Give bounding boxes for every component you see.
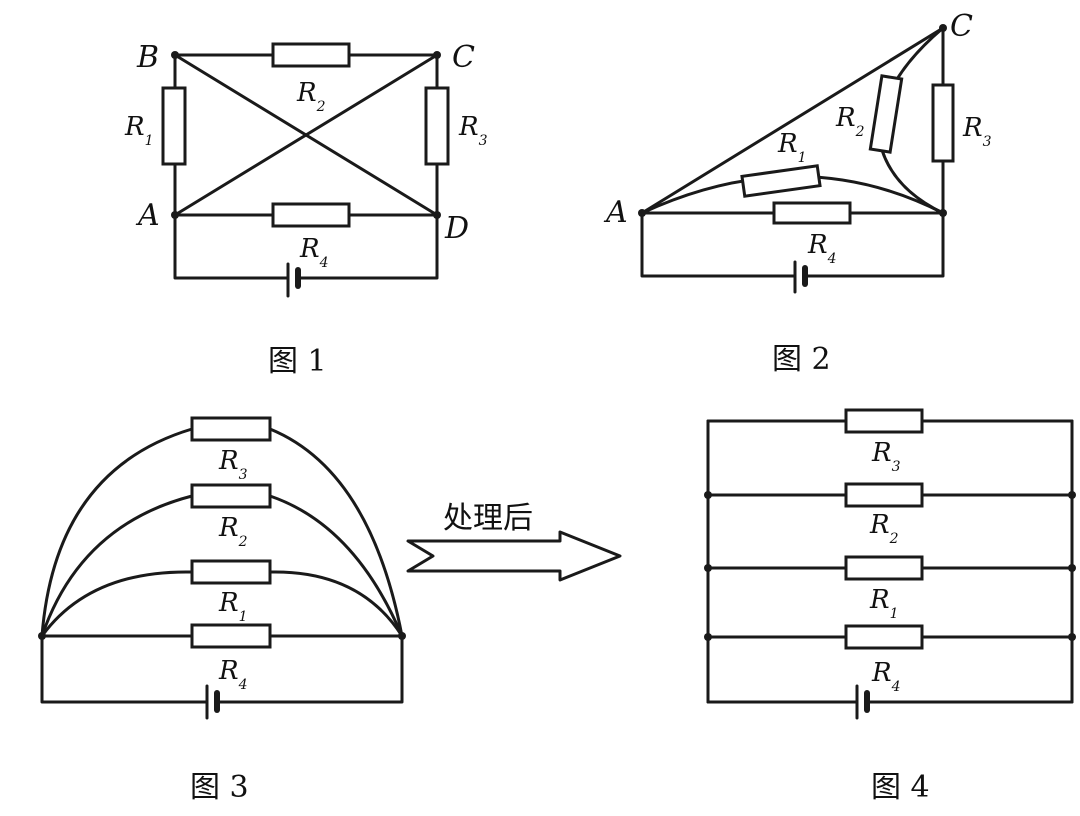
resistor-r2	[844, 482, 924, 508]
label-b: B	[136, 40, 159, 75]
junction-node	[1068, 491, 1076, 499]
junction-node	[1068, 564, 1076, 572]
label-c: C	[452, 40, 475, 75]
resistor-r1	[740, 164, 822, 198]
label-r4: R4	[299, 234, 329, 271]
resistor-r2	[868, 74, 904, 154]
label-r1: R1	[777, 129, 807, 166]
label-a: A	[135, 198, 160, 233]
junction-node	[704, 564, 712, 572]
label-r1: R1	[218, 588, 248, 625]
resistor-r3	[424, 86, 450, 166]
resistor-r4	[772, 201, 852, 225]
resistor-r3	[844, 408, 924, 434]
label-r4: R4	[871, 658, 901, 695]
node-b	[171, 51, 179, 59]
label-r3: R3	[218, 446, 248, 483]
resistor-r4	[190, 623, 272, 649]
label-r1: R1	[869, 585, 899, 622]
resistor-r2	[190, 483, 272, 509]
transform-arrow: 处理后	[406, 501, 622, 582]
junction-node	[704, 491, 712, 499]
label-r4: R4	[218, 656, 248, 693]
resistor-r1	[190, 559, 272, 585]
node-d	[939, 209, 947, 217]
figure-2: A C R1 R2 R3 R4 图 2	[603, 9, 992, 377]
resistor-r3	[931, 83, 955, 163]
battery	[205, 684, 220, 720]
caption-figure-1: 图 1	[268, 344, 327, 379]
figure-3: R3 R2 R1 R4 图 3	[38, 416, 406, 805]
label-r2: R2	[296, 78, 326, 115]
resistor-r3	[190, 416, 272, 442]
node-c	[939, 24, 947, 32]
battery	[855, 684, 870, 720]
label-r3: R3	[962, 113, 992, 150]
label-a: A	[603, 195, 628, 230]
figure-1: B C A D R1 R2 R3 R4 图 1	[124, 40, 488, 379]
battery	[286, 262, 301, 298]
resistor-r1	[161, 86, 187, 166]
junction-node	[1068, 633, 1076, 641]
figure-4: R3 R2 R1 R4 图 4	[704, 408, 1076, 805]
label-r3: R3	[871, 438, 901, 475]
label-r2: R2	[835, 103, 865, 140]
resistor-r1	[844, 555, 924, 581]
label-r2: R2	[869, 510, 899, 547]
label-r3: R3	[458, 112, 488, 149]
label-r1: R1	[124, 112, 154, 149]
node-a	[638, 209, 646, 217]
arrow-label: 处理后	[443, 501, 533, 536]
junction-node	[704, 633, 712, 641]
resistor-r4	[271, 202, 351, 228]
node-a	[171, 211, 179, 219]
node-right	[398, 632, 406, 640]
node-d	[433, 211, 441, 219]
label-r2: R2	[218, 513, 248, 550]
caption-figure-4: 图 4	[871, 770, 930, 805]
node-left	[38, 632, 46, 640]
resistor-r4	[844, 624, 924, 650]
label-r4: R4	[807, 230, 837, 267]
resistor-r2	[271, 42, 351, 68]
arrow-shape	[406, 530, 622, 582]
battery	[793, 260, 808, 294]
label-d: D	[444, 211, 469, 246]
caption-figure-2: 图 2	[772, 342, 831, 377]
label-c: C	[950, 9, 973, 44]
node-c	[433, 51, 441, 59]
caption-figure-3: 图 3	[190, 770, 249, 805]
